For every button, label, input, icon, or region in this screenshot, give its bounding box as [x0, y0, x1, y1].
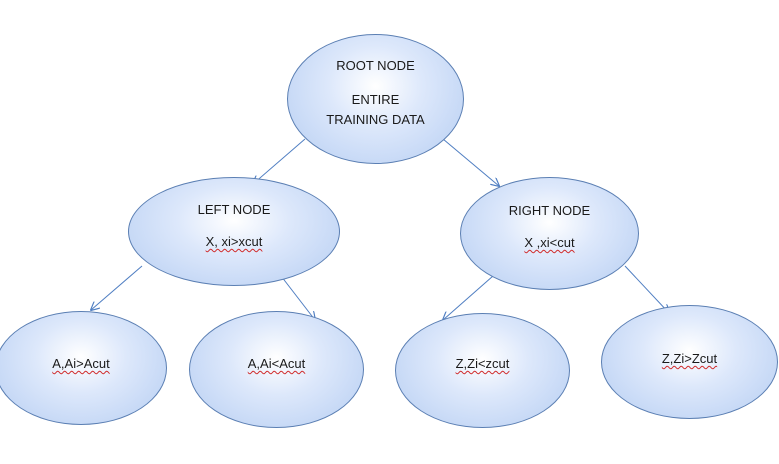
leaf-node-1-label: A,Ai>Acut: [52, 356, 110, 371]
root-node: ROOT NODE ENTIRE TRAINING DATA: [287, 34, 464, 164]
leaf-node-4-label: Z,Zi>Zcut: [661, 351, 718, 366]
root-node-title: ROOT NODE: [336, 58, 415, 73]
root-node-subtitle: ENTIRE: [351, 92, 400, 107]
leaf-node-2: A,Ai<Acut: [189, 311, 364, 428]
left-node: LEFT NODE X, xi>xcut: [128, 177, 340, 286]
edge-left-to-leaf2: [277, 271, 315, 320]
left-node-title: LEFT NODE: [197, 202, 271, 217]
left-node-condition: X, xi>xcut: [205, 234, 263, 249]
edge-right-to-leaf4: [624, 265, 669, 313]
leaf-node-2-label: A,Ai<Acut: [247, 356, 306, 371]
right-node-condition: X ,xi<cut: [524, 235, 575, 250]
root-node-description: TRAINING DATA: [326, 112, 425, 127]
right-node: RIGHT NODE X ,xi<cut: [460, 177, 639, 290]
edge-root-to-left: [253, 138, 306, 184]
edge-left-to-leaf1: [91, 265, 143, 310]
right-node-title: RIGHT NODE: [508, 203, 591, 218]
leaf-node-4: Z,Zi>Zcut: [601, 305, 778, 419]
edge-root-to-right: [442, 138, 499, 186]
leaf-node-1: A,Ai>Acut: [0, 311, 167, 425]
leaf-node-3-label: Z,Zi<zcut: [455, 356, 510, 371]
leaf-node-3: Z,Zi<zcut: [395, 313, 570, 428]
edge-right-to-leaf3: [443, 275, 494, 320]
